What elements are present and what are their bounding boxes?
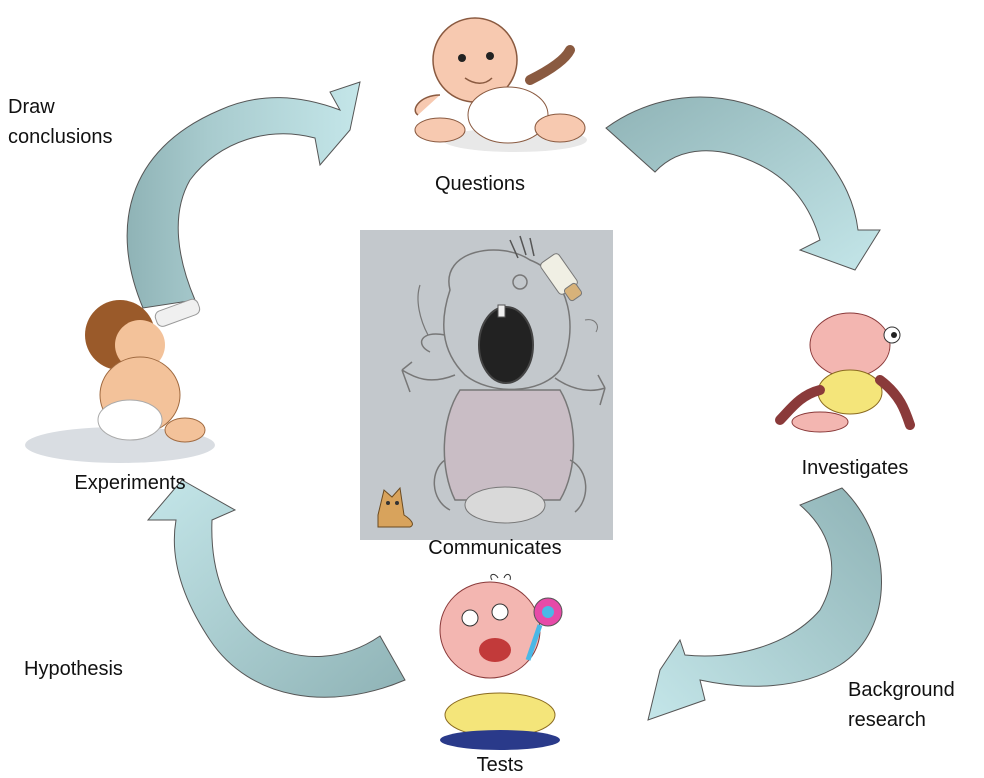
arrow-questions-to-investigates	[605, 96, 881, 271]
arrow-investigates-to-tests	[647, 487, 882, 721]
label-experiments: Experiments	[74, 472, 186, 494]
label-draw-conclusions-line1: Draw	[8, 96, 55, 118]
arrow-tests-to-experiments	[146, 479, 406, 698]
crying-baby-drawing-icon	[360, 230, 613, 540]
label-draw-conclusions-line2: conclusions	[8, 126, 113, 148]
baby-rattle-icon	[439, 573, 563, 750]
label-background-research-line1: Background	[848, 679, 955, 701]
baby-bottle-icon	[25, 298, 215, 463]
arrow-conclusions-to-questions	[126, 81, 361, 309]
label-background-research-line2: research	[848, 709, 926, 731]
label-communicates: Communicates	[428, 537, 562, 559]
label-tests: Tests	[476, 754, 524, 776]
cat-icon	[377, 486, 413, 528]
label-questions: Questions	[434, 173, 526, 195]
baby-sitting-icon	[414, 17, 587, 152]
label-investigates: Investigates	[801, 457, 909, 479]
label-hypothesis: Hypothesis	[24, 658, 123, 680]
baby-crawling-icon	[775, 312, 915, 433]
